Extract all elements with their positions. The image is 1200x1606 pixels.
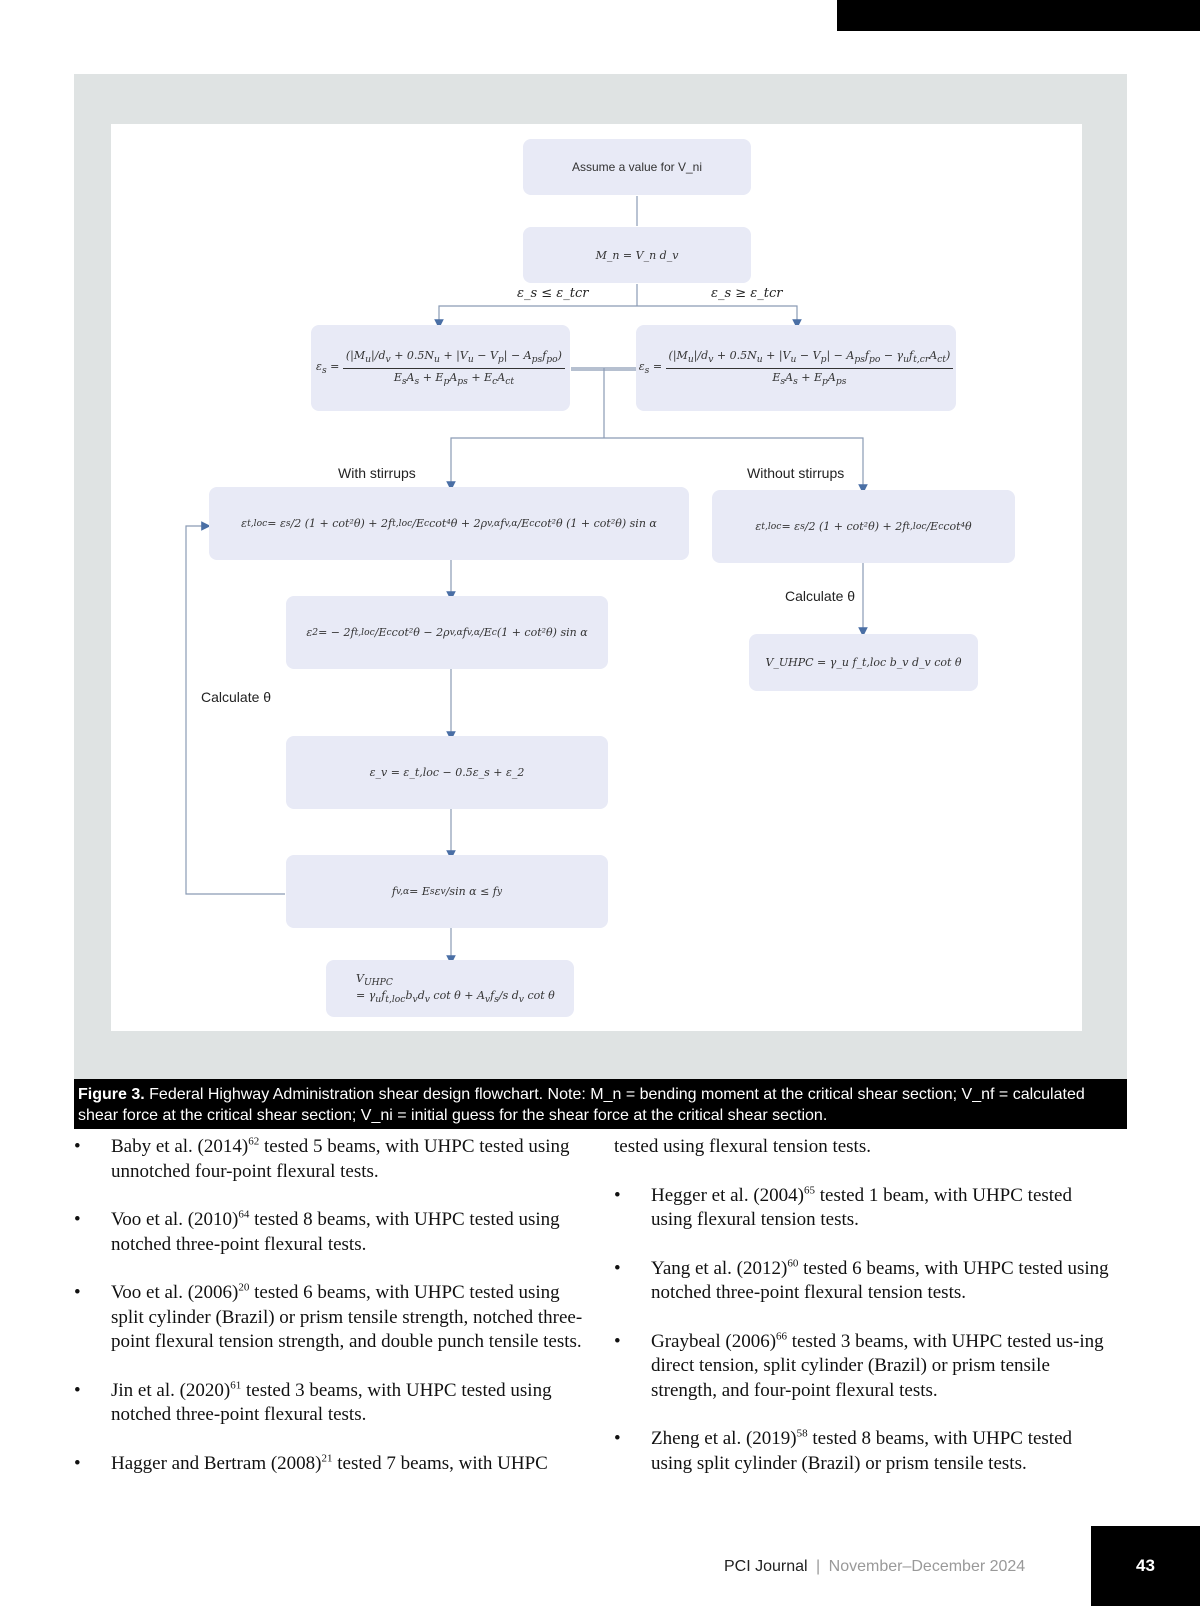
list-item-text: tested 6 beams, with UHPC tested using s… [111,1282,583,1352]
right-bullet-list: tested using flexural tension tests. Heg… [614,1135,1114,1476]
list-item-author: Graybeal (2006) [651,1330,777,1352]
reference-number: 58 [796,1427,808,1440]
list-item-author: Hegger et al. (2004) [651,1184,804,1206]
list-item-author: Hagger and Bertram (2008) [111,1452,322,1474]
reference-number: 65 [804,1184,815,1197]
header-bar [837,0,1200,31]
list-item: Hegger et al. (2004)65 tested 1 beam, wi… [614,1184,1114,1233]
list-item-text: tested 7 beams, with UHPC [332,1452,548,1474]
list-item: Voo et al. (2006)20 tested 6 beams, with… [74,1281,594,1355]
list-item-text: tested 8 beams, with UHPC tested using s… [651,1428,1073,1474]
without-stirrups-label: Without stirrups [747,465,845,481]
list-item: Baby et al. (2014)62 tested 5 beams, wit… [74,1135,594,1184]
issue-date: November–December 2024 [828,1558,1026,1575]
journal-name: PCI Journal [724,1558,808,1575]
list-item-text: tested 5 beams, with UHPC tested using u… [111,1136,570,1182]
start-box: Assume a value for V_ni [523,139,751,195]
list-item-continuation: tested using flexural tension tests. [614,1136,871,1157]
footer: PCI Journal | November–December 2024 [724,1558,1025,1576]
vuhpc-stirrups-box: VUHPC = γuft,locbvdv cot θ + Avfs/s dv c… [326,960,574,1017]
vuhpc-right-eq: V_UHPC = γ_u f_t,loc b_v d_v cot θ [765,656,962,669]
with-stirrups-label: With stirrups [338,465,416,481]
list-item-text: tested 6 beams, with UHPC tested using n… [651,1257,1109,1304]
left-column: Baby et al. (2014)62 tested 5 beams, wit… [74,1135,594,1500]
calc-theta-right: Calculate θ [785,588,856,604]
list-item-author: Jin et al. (2020) [111,1379,231,1401]
ev-equation: ε_v = ε_t,loc − 0.5ε_s + ε_2 [369,766,525,779]
calc-theta-left: Calculate θ [201,689,272,705]
reference-number: 20 [238,1281,250,1294]
flowchart: Assume a value for V_ni M_n = V_n d_v ε_… [111,124,1082,1031]
mn-equation: M_n = V_n d_v [595,248,679,262]
list-item: Voo et al. (2010)64 tested 8 beams, with… [74,1208,594,1257]
vuhpc-no-stirrups-box: V_UHPC = γ_u f_t,loc b_v d_v cot θ [749,634,978,691]
list-item-text: tested 1 beam, with UHPC tested using fl… [651,1184,1072,1231]
reference-number: 62 [248,1135,260,1148]
caption-text: Federal Highway Administration shear des… [78,1086,1085,1124]
start-box-label: Assume a value for V_ni [571,160,703,174]
list-item: Hagger and Bertram (2008)21 tested 7 bea… [74,1452,594,1477]
reference-number: 21 [321,1452,333,1465]
list-item: Jin et al. (2020)61 tested 3 beams, with… [74,1379,594,1428]
reference-number: 66 [776,1330,788,1343]
list-item: Yang et al. (2012)60 tested 6 beams, wit… [614,1257,1114,1306]
flowchart-connectors [185,196,868,965]
list-item-text: tested 3 beams, with UHPC tested us-ing … [651,1330,1104,1401]
reference-number: 61 [230,1379,242,1392]
list-item: Graybeal (2006)66 tested 3 beams, with U… [614,1330,1114,1404]
list-item-text: tested 8 beams, with UHPC tested using n… [111,1209,560,1255]
strain-eq-right: εs = (|Mu|/dv + 0.5Nu + |Vu − Vp| − Apsf… [636,325,956,411]
branch-left-label: ε_s ≤ ε_tcr [517,286,589,301]
strain-eq-left: εs = (|Mu|/dv + 0.5Nu + |Vu − Vp| − Apsf… [311,325,570,411]
list-item-author: Baby et al. (2014) [111,1136,249,1157]
ev-box: ε_v = ε_t,loc − 0.5ε_s + ε_2 [286,736,608,809]
footer-separator: | [816,1558,821,1575]
page-number: 43 [1091,1526,1200,1606]
left-bullet-list: Baby et al. (2014)62 tested 5 beams, wit… [74,1135,594,1476]
list-item-author: Zheng et al. (2019) [651,1428,797,1449]
list-item: Zheng et al. (2019)58 tested 8 beams, wi… [614,1427,1114,1476]
caption-label: Figure 3. [78,1086,145,1103]
list-item-author: Voo et al. (2006) [111,1282,239,1303]
right-column: tested using flexural tension tests. Heg… [614,1135,1114,1500]
list-item-author: Yang et al. (2012) [651,1257,788,1279]
list-item-text: tested 3 beams, with UHPC tested using n… [111,1379,552,1426]
branch-right-label: ε_s ≥ ε_tcr [711,286,783,301]
reference-number: 60 [787,1257,799,1270]
reference-number: 64 [238,1208,250,1221]
mn-box: M_n = V_n d_v [523,227,751,283]
list-item-author: Voo et al. (2010) [111,1209,239,1230]
figure-caption: Figure 3. Federal Highway Administration… [74,1079,1127,1129]
